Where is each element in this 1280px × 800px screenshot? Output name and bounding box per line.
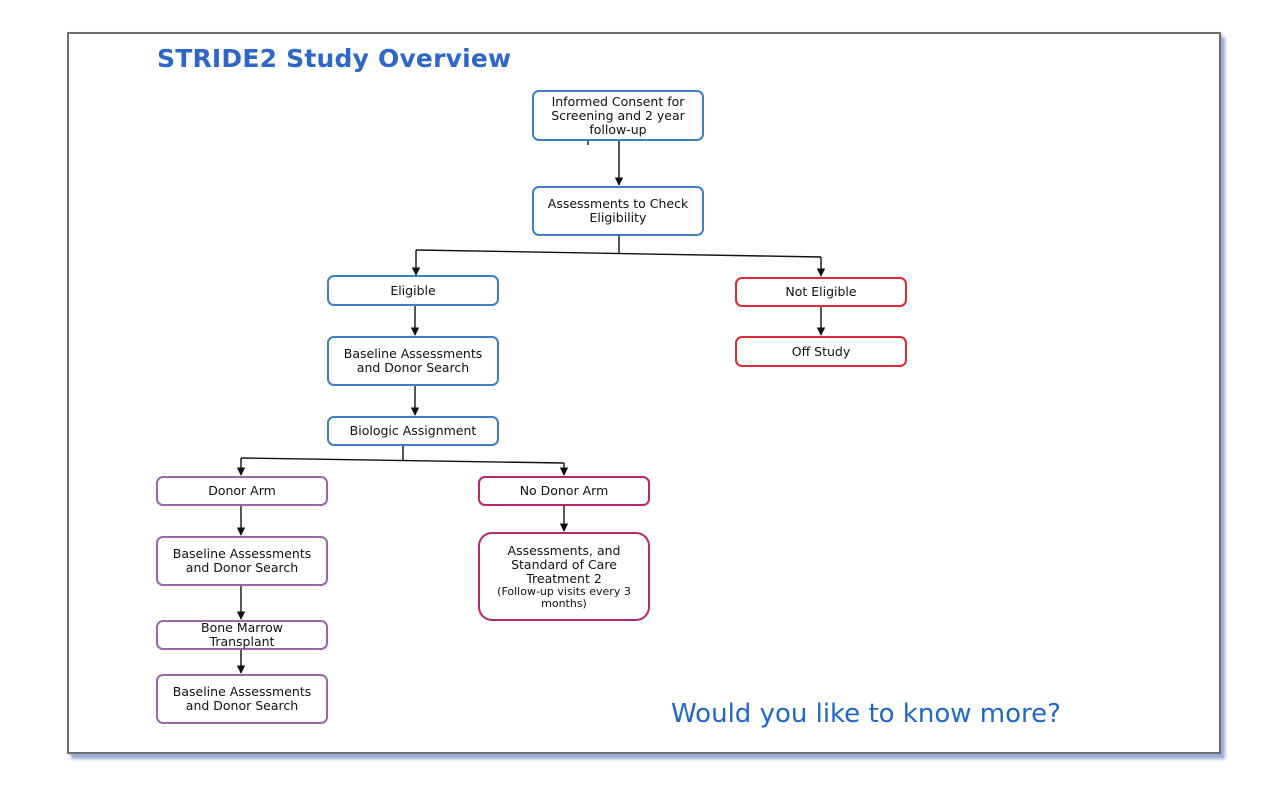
donor-arm-label: Donor Arm — [208, 483, 276, 498]
not-eligible-label: Not Eligible — [785, 284, 857, 299]
off-study-node: Off Study — [735, 336, 907, 367]
biologic-assignment-node: Biologic Assignment — [327, 416, 499, 446]
eligible-label: Eligible — [390, 282, 436, 298]
baseline-assessments-label: Baseline Assessments and Donor Search — [343, 346, 483, 375]
donor-arm-node: Donor Arm — [156, 476, 328, 506]
bone-marrow-transplant-node: Bone Marrow Transplant — [156, 620, 328, 650]
standard-of-care-label: Assessments, and Standard of Care Treatm… — [507, 542, 621, 586]
eligibility-assessments-label: Assessments to Check Eligibility — [547, 196, 689, 225]
no-donor-arm-label: No Donor Arm — [519, 483, 609, 498]
know-more-link[interactable]: Would you like to know more? — [671, 699, 1061, 729]
donor-baseline-assessments-label: Baseline Assessments and Donor Search — [172, 546, 312, 575]
page-title: STRIDE2 Study Overview — [157, 44, 512, 73]
branch-bar-biologic — [240, 457, 565, 464]
branch-bar-eligibility — [415, 249, 822, 258]
eligibility-assessments-node: Assessments to Check Eligibility — [532, 186, 704, 236]
biologic-assignment-label: Biologic Assignment — [349, 423, 477, 438]
donor-baseline-assessments-2-label: Baseline Assessments and Donor Search — [172, 684, 312, 713]
off-study-label: Off Study — [791, 343, 851, 359]
donor-baseline-assessments-2-node: Baseline Assessments and Donor Search — [156, 674, 328, 724]
follow-up-note: (Follow-up visits every 3 months) — [497, 584, 631, 610]
informed-consent-node: Informed Consent for Screening and 2 yea… — [532, 90, 704, 141]
no-donor-arm-node: No Donor Arm — [478, 476, 650, 506]
baseline-assessments-node: Baseline Assessments and Donor Search — [327, 336, 499, 386]
bone-marrow-transplant-label: Bone Marrow Transplant — [201, 620, 283, 649]
informed-consent-label: Informed Consent for Screening and 2 yea… — [551, 93, 685, 137]
donor-baseline-assessments-node: Baseline Assessments and Donor Search — [156, 536, 328, 586]
not-eligible-node: Not Eligible — [735, 277, 907, 307]
eligible-node: Eligible — [327, 275, 499, 306]
standard-of-care-node: Assessments, and Standard of Care Treatm… — [478, 532, 650, 621]
